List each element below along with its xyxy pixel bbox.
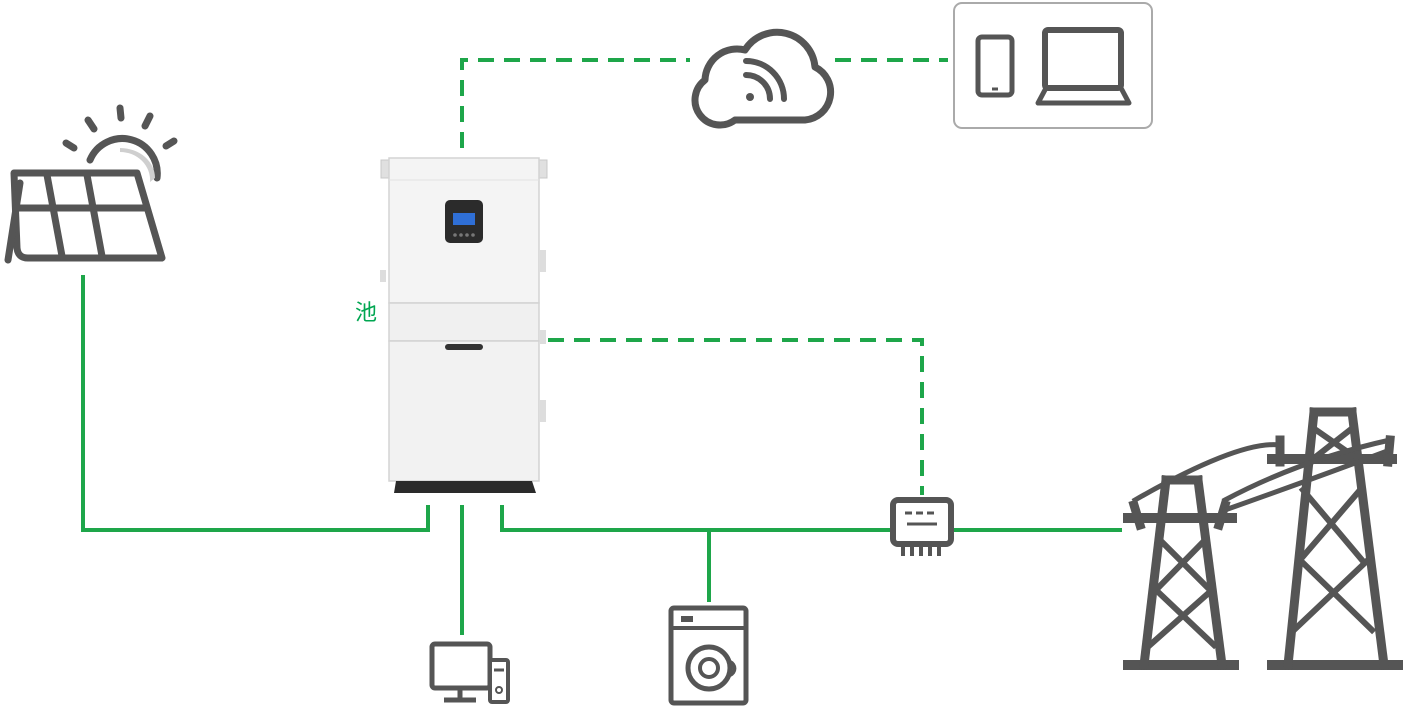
cloud-wifi-icon	[691, 28, 835, 129]
link-solar-inverter	[81, 275, 430, 532]
battery-inverter-cabinet	[380, 157, 548, 493]
desktop-computer-icon	[429, 641, 510, 704]
link-inverter-meter-comm	[548, 338, 924, 495]
energy-meter-icon	[890, 497, 954, 556]
link-inverter-meter	[500, 505, 892, 532]
solar-panel-sun-icon	[4, 104, 178, 264]
link-inverter-cloud	[460, 58, 690, 148]
connection-lines	[81, 58, 1122, 635]
battery-label: 池	[355, 301, 378, 326]
phone-laptop-icon	[953, 2, 1153, 129]
washing-machine-icon	[668, 605, 749, 706]
power-tower-icon	[1123, 406, 1403, 671]
